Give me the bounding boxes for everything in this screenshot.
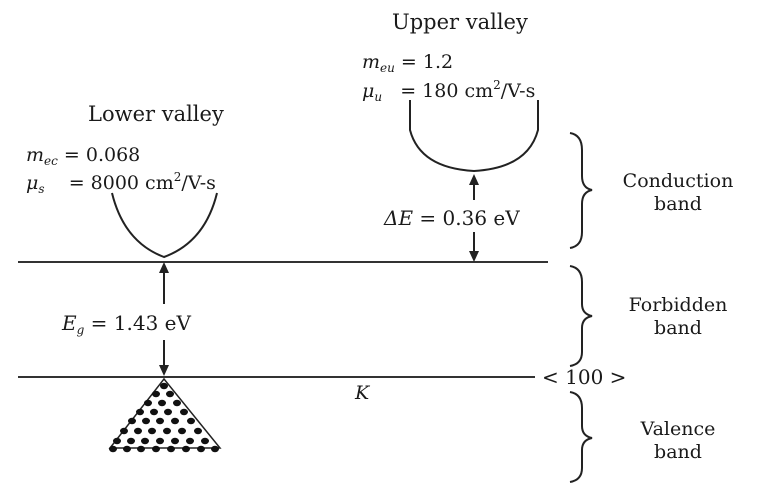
upper-valley-mass-subscript: eu — [380, 61, 395, 75]
lower-valley-mass: mec = 0.068 — [26, 144, 141, 168]
k-label: K — [355, 382, 370, 404]
upper-valley-mobility-subscript: u — [374, 90, 383, 104]
upper-valley-mobility-symbol: μ — [362, 80, 375, 102]
valence-band-label-line1: Valence — [640, 418, 716, 440]
delta-e-label: ΔE = 0.36 eV — [384, 208, 520, 228]
band-gap-label: Eg = 1.43 eV — [62, 313, 191, 336]
band-gap-arrow — [159, 262, 169, 376]
band-gap-subscript: g — [76, 323, 85, 337]
lower-valley-curve — [111, 192, 218, 259]
forbidden-band-label-line1: Forbidden — [628, 294, 728, 316]
valence-band-label: Valence band — [598, 420, 758, 462]
lower-valley-title: Lower valley — [88, 102, 224, 126]
forbidden-band-label-line2: band — [654, 317, 702, 339]
direction-label: < 100 > — [542, 365, 627, 389]
lower-valley-mobility-subscript: s — [38, 182, 45, 196]
delta-e-value: = 0.36 eV — [419, 206, 520, 230]
conduction-band-label-line1: Conduction — [622, 170, 734, 192]
forbidden-band-label: Forbidden band — [598, 296, 758, 338]
upper-valley-mass-symbol: m — [362, 51, 381, 73]
upper-valley-mobility-value: = 180 cm — [400, 80, 494, 102]
valence-band-label-line2: band — [654, 441, 702, 463]
upper-valley-mobility-exponent: 2 — [493, 78, 501, 92]
upper-valley-mobility-unit: /V-s — [500, 80, 536, 102]
band-gap-symbol: E — [62, 311, 77, 335]
band-gap-value: = 1.43 eV — [90, 311, 191, 335]
upper-valley-mass: meu = 1.2 — [362, 51, 454, 75]
lower-valley-mobility-value: = 8000 cm — [68, 172, 174, 194]
conduction-band-label-line2: band — [654, 193, 702, 215]
conduction-band-brace — [569, 132, 593, 249]
lower-valley-mass-subscript: ec — [44, 154, 58, 168]
valence-band-triangle — [108, 377, 222, 453]
upper-valley-title: Upper valley — [392, 10, 528, 34]
conduction-band-label: Conduction band — [598, 172, 758, 214]
lower-valley-mobility-symbol: μ — [26, 172, 39, 194]
upper-valley-mass-value: = 1.2 — [400, 51, 454, 73]
lower-valley-mass-symbol: m — [26, 144, 45, 166]
delta-e-arrow — [469, 174, 479, 262]
forbidden-band-brace — [569, 265, 593, 367]
lower-valley-mass-value: = 0.068 — [63, 144, 141, 166]
upper-valley-mobility: μu = 180 cm2/V-s — [362, 79, 535, 103]
lower-valley-mobility-exponent: 2 — [173, 170, 182, 184]
lower-valley-mobility-unit: /V-s — [181, 172, 216, 194]
delta-e-symbol: ΔE — [384, 206, 414, 230]
upper-valley-curve — [409, 100, 539, 173]
lower-valley-mobility: μs = 8000 cm2/V-s — [26, 171, 216, 195]
valence-band-brace — [569, 391, 593, 483]
